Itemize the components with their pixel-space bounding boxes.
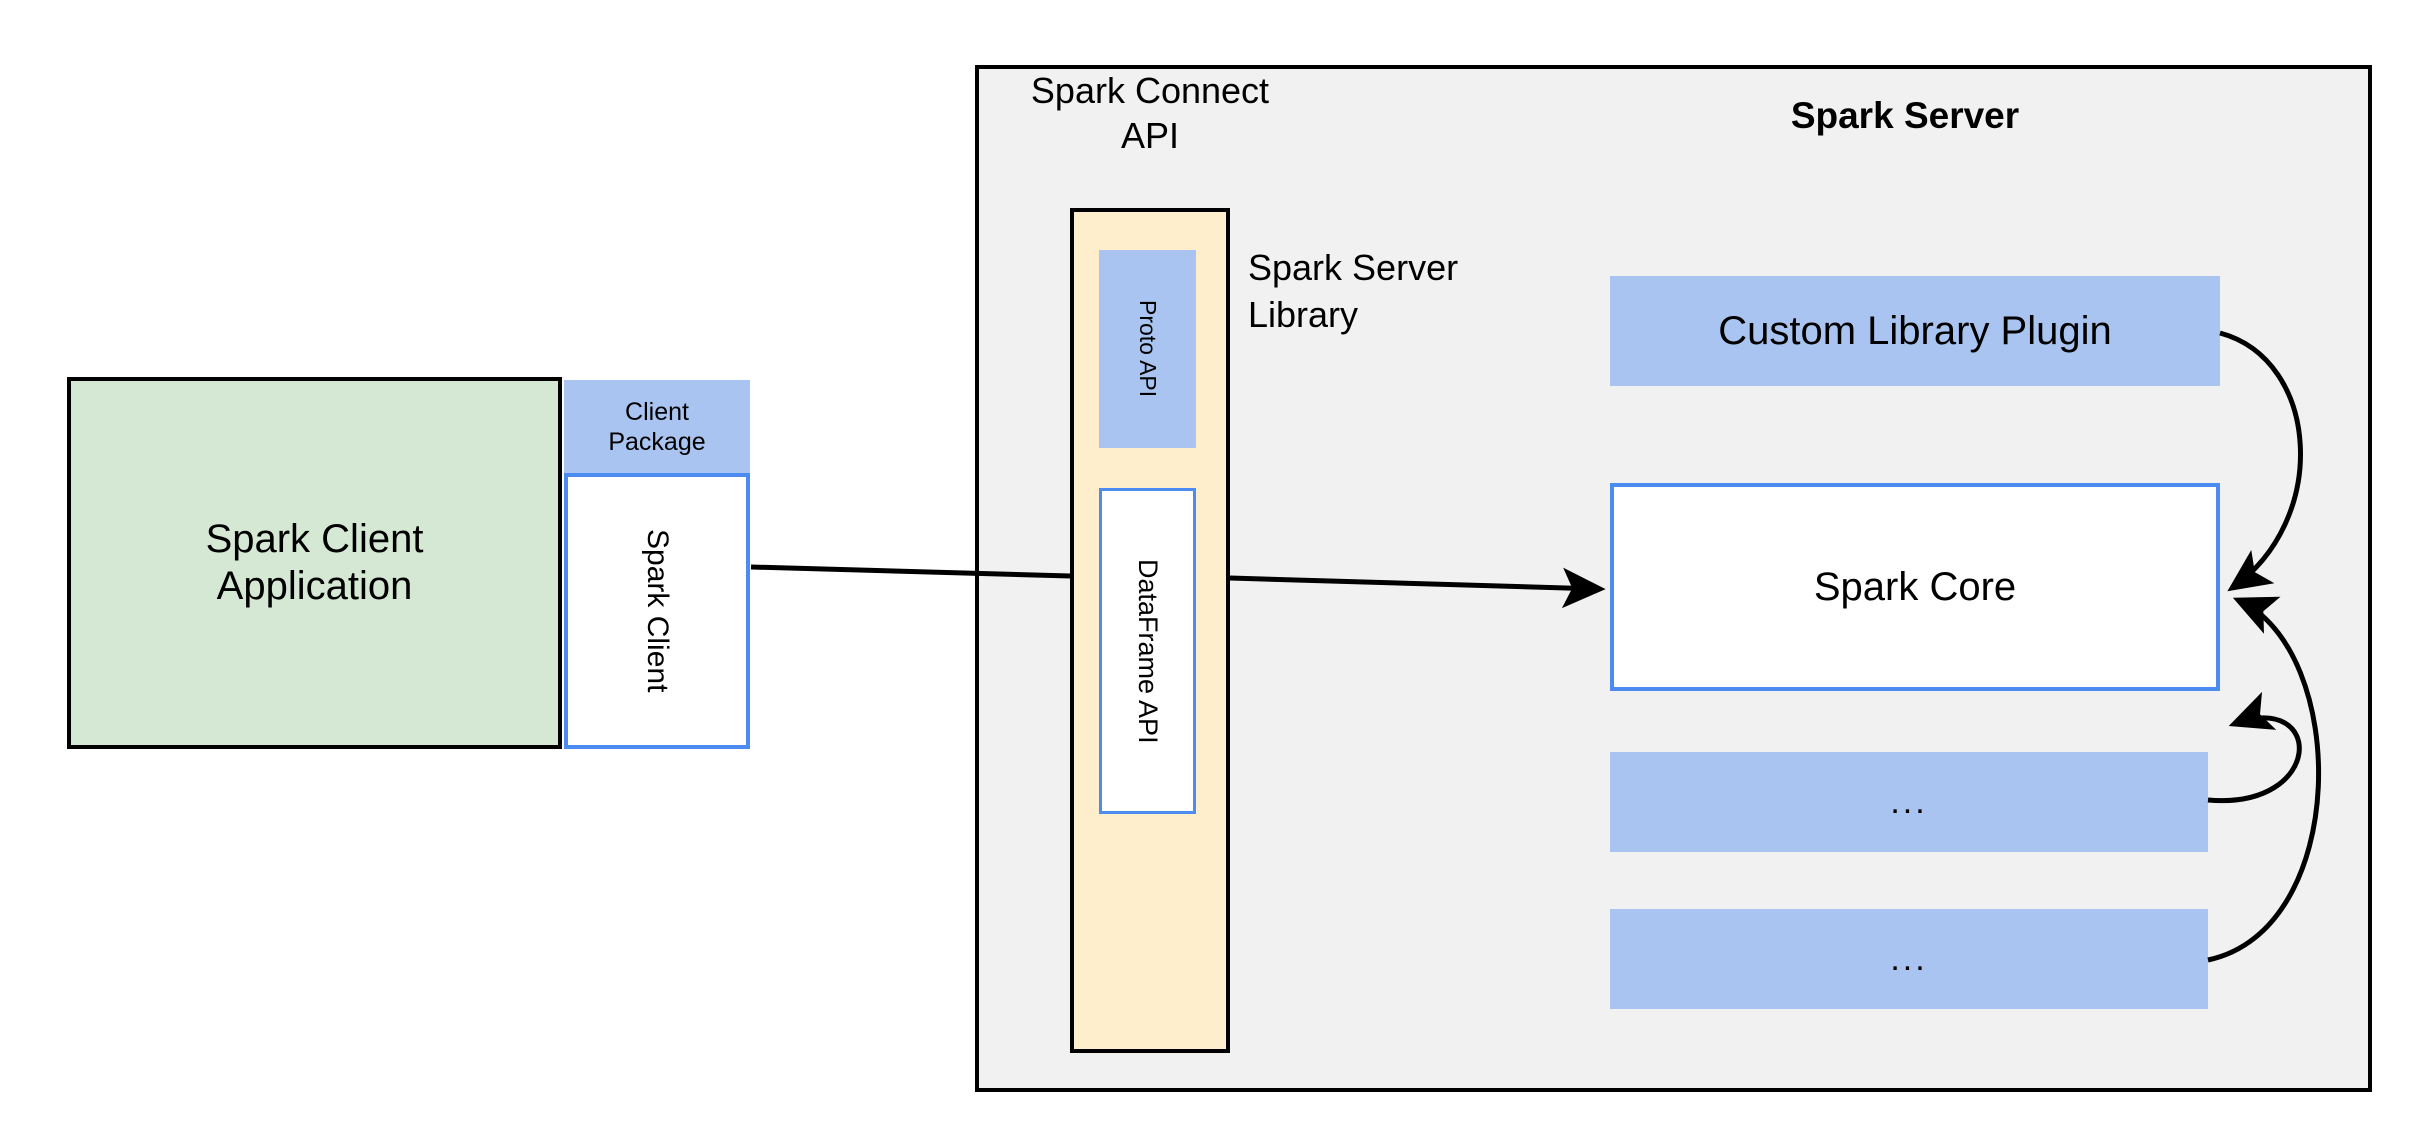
spark-client-box[interactable]: Spark Client: [564, 473, 750, 749]
spark-server-library-label: Spark Server Library: [1248, 245, 1548, 355]
spark-core-box[interactable]: Spark Core: [1610, 483, 2220, 691]
proto-api-label: Proto API: [1135, 300, 1161, 398]
client-package-label-line2: Package: [608, 427, 706, 456]
spark-client-application-label-line1: Spark Client: [205, 516, 424, 561]
custom-library-plugin-box[interactable]: Custom Library Plugin: [1610, 276, 2220, 386]
spark-server-title: Spark Server: [1790, 95, 2020, 136]
spark-connect-api-label-line1: Spark Connect: [1030, 70, 1270, 111]
spark-client-application-label-line2: Application: [216, 564, 413, 608]
proto-api-box[interactable]: Proto API: [1099, 250, 1196, 448]
spark-server-library-label-line2: Library: [1248, 293, 1359, 335]
spark-client-label: Spark Client: [641, 529, 674, 693]
dataframe-api-label: DataFrame API: [1133, 558, 1163, 744]
dataframe-api-box[interactable]: DataFrame API: [1099, 488, 1196, 814]
spark-client-application-box[interactable]: Spark Client Application: [67, 377, 562, 749]
client-package-box[interactable]: Client Package: [564, 380, 750, 473]
spark-connect-api-label-line2: API: [1120, 115, 1179, 156]
ellipsis-box-2[interactable]: ...: [1610, 909, 2208, 1009]
client-package-label-line1: Client: [625, 397, 689, 426]
spark-connect-api-label: Spark Connect API: [1005, 68, 1295, 168]
ellipsis-box-1[interactable]: ...: [1610, 752, 2208, 852]
spark-server-library-label-line1: Spark Server: [1248, 247, 1459, 288]
